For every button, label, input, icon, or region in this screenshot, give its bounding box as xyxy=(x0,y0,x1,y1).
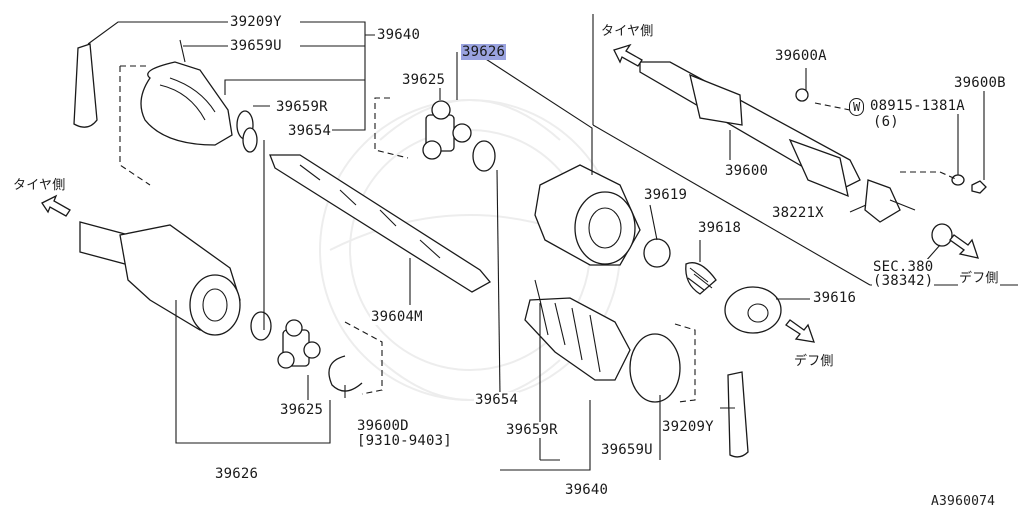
label-39626-top[interactable]: 39626 xyxy=(461,44,507,60)
flange-38221x xyxy=(864,179,916,223)
label-39659r-bottom[interactable]: 39659R xyxy=(505,422,559,438)
label-39625-bottom[interactable]: 39625 xyxy=(279,402,325,418)
label-39600a[interactable]: 39600A xyxy=(774,48,828,64)
snap-ring-mid xyxy=(472,140,496,172)
tire-side-label-top: タイヤ側 xyxy=(600,24,655,40)
boot-band-large xyxy=(629,333,681,403)
label-39209y-bottom[interactable]: 39209Y xyxy=(661,419,715,435)
drive-shaft xyxy=(269,154,492,293)
snap-ring-top xyxy=(242,127,258,153)
label-08915[interactable]: 08915-1381A xyxy=(869,98,966,114)
tripod-joint-bottom xyxy=(277,319,321,369)
label-39626-bottom[interactable]: 39626 xyxy=(214,466,260,482)
spring-39618 xyxy=(685,262,717,295)
label-38221x[interactable]: 38221X xyxy=(771,205,825,221)
tire-side-arrow-top xyxy=(613,43,643,67)
inner-joint-housing xyxy=(534,164,641,266)
label-39600[interactable]: 39600 xyxy=(724,163,770,179)
label-39640-bottom[interactable]: 39640 xyxy=(564,482,610,498)
label-39600b[interactable]: 39600B xyxy=(953,75,1007,91)
bolt-39600a xyxy=(795,88,809,102)
washer-08915 xyxy=(951,174,965,186)
boot-cap-bottom-right xyxy=(727,371,749,458)
label-39625-top[interactable]: 39625 xyxy=(401,72,447,88)
label-sec380[interactable]: SEC.380 xyxy=(872,259,935,275)
label-39659r-top[interactable]: 39659R xyxy=(275,99,329,115)
ring-39619 xyxy=(643,238,671,268)
axle-shaft-assembly xyxy=(639,61,861,198)
label-39619[interactable]: 39619 xyxy=(643,187,689,203)
label-39640-top[interactable]: 39640 xyxy=(376,27,422,43)
leader-lines xyxy=(87,21,985,471)
snap-ring-left xyxy=(250,311,272,341)
nut-39600b xyxy=(971,180,987,194)
label-sec380-ref: (38342) xyxy=(872,273,935,289)
label-08915-qty: (6) xyxy=(872,114,900,130)
tripod-joint-top xyxy=(422,100,472,160)
label-39618[interactable]: 39618 xyxy=(697,220,743,236)
diagram-code: A3960074 xyxy=(930,494,997,510)
label-39600d-range: [9310-9403] xyxy=(356,433,453,449)
label-39659u-bottom[interactable]: 39659U xyxy=(600,442,654,458)
w-symbol: W xyxy=(849,98,865,116)
label-39209y-top[interactable]: 39209Y xyxy=(229,14,283,30)
tire-side-arrow-left xyxy=(41,194,71,217)
label-39616[interactable]: 39616 xyxy=(812,290,858,306)
label-39659u-top[interactable]: 39659U xyxy=(229,38,283,54)
diff-side-arrow-right xyxy=(949,234,979,259)
diff-side-label-right: デフ側 xyxy=(958,271,1000,287)
diff-side-label-mid: デフ側 xyxy=(793,354,835,370)
damper-disc-39616 xyxy=(724,286,782,334)
outer-joint-housing xyxy=(79,221,241,336)
outer-boot-top xyxy=(140,39,233,146)
circlip xyxy=(328,355,363,392)
label-39604m[interactable]: 39604M xyxy=(370,309,424,325)
boot-cap-top-left xyxy=(73,43,98,128)
tire-side-label-left: タイヤ側 xyxy=(12,178,67,194)
label-39600d[interactable]: 39600D xyxy=(356,418,410,434)
label-39654-bottom[interactable]: 39654 xyxy=(474,392,520,408)
label-39654-top[interactable]: 39654 xyxy=(287,123,333,139)
inner-boot xyxy=(524,279,631,381)
seal-sec380 xyxy=(931,223,953,247)
diff-side-arrow-mid xyxy=(785,319,815,343)
